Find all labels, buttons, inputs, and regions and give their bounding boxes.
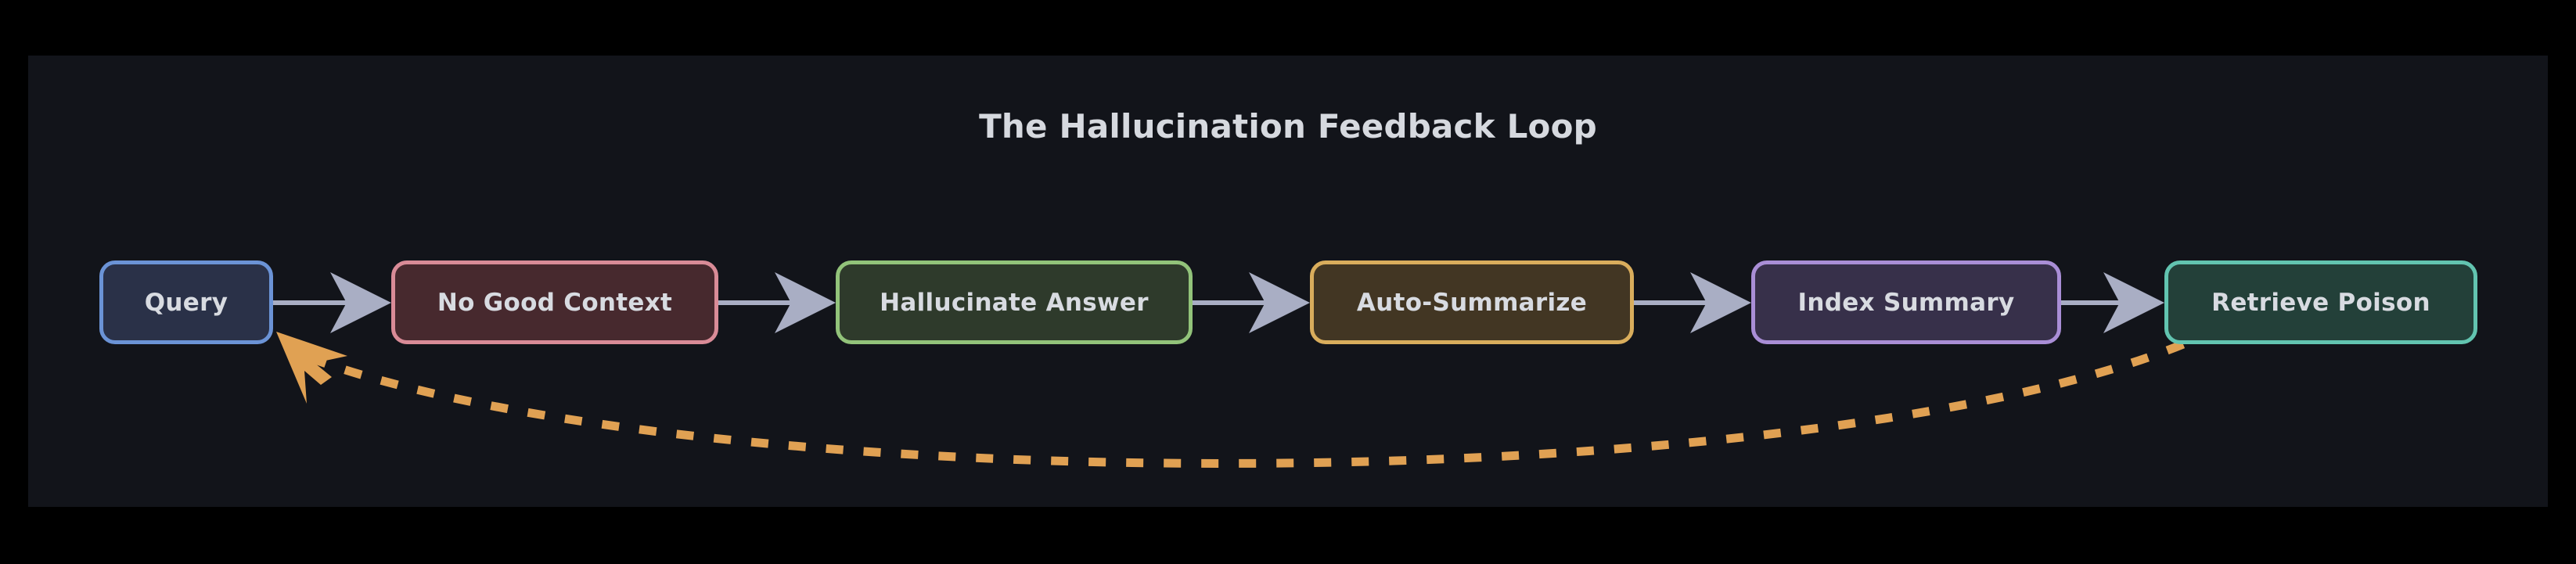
node-auto-summarize-label: Auto-Summarize <box>1356 288 1588 317</box>
node-index-summary-label: Index Summary <box>1797 288 2015 317</box>
node-hallucinate-answer[interactable]: Hallucinate Answer <box>836 260 1193 344</box>
page-title: The Hallucination Feedback Loop <box>979 107 1597 145</box>
node-index-summary[interactable]: Index Summary <box>1751 260 2061 344</box>
node-auto-summarize[interactable]: Auto-Summarize <box>1310 260 1634 344</box>
node-retrieve-poison[interactable]: Retrieve Poison <box>2164 260 2477 344</box>
node-query[interactable]: Query <box>99 260 273 344</box>
node-hallucinate-answer-label: Hallucinate Answer <box>880 288 1149 317</box>
node-query-label: Query <box>144 288 228 317</box>
node-no-good-context[interactable]: No Good Context <box>391 260 718 344</box>
node-no-good-context-label: No Good Context <box>437 288 673 317</box>
node-retrieve-poison-label: Retrieve Poison <box>2211 288 2430 317</box>
